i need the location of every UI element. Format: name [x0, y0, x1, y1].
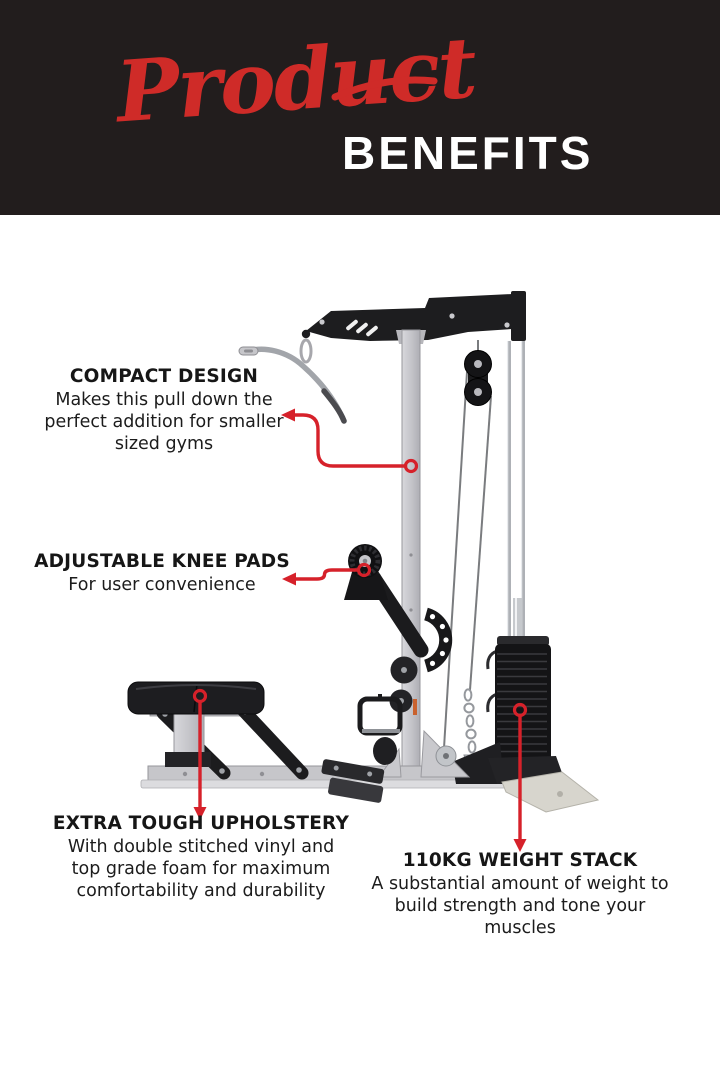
callout-body: Makes this pull down the perfect additio… [44, 390, 284, 455]
callout-weight-stack: 110KG WEIGHT STACK A substantial amount … [355, 850, 685, 939]
callout-heading: COMPACT DESIGN [69, 366, 259, 387]
callout-adjustable-knee-pads: ADJUSTABLE KNEE PADS For user convenienc… [16, 551, 308, 596]
weight-stack [486, 636, 551, 772]
guide-rods [506, 341, 525, 648]
callout-extra-tough-upholstery: EXTRA TOUGH UPHOLSTERY With double stitc… [48, 813, 354, 902]
callout-body: With double stitched vinyl and top grade… [67, 837, 335, 902]
callout-heading: EXTRA TOUGH UPHOLSTERY [52, 813, 350, 834]
arrow-upholstery [192, 688, 208, 820]
callout-body: A substantial amount of weight to build … [371, 874, 669, 939]
arrow-compact-design [281, 408, 419, 474]
callout-heading: 110KG WEIGHT STACK [402, 850, 638, 871]
callout-heading: ADJUSTABLE KNEE PADS [34, 551, 290, 572]
top-beam [306, 291, 526, 341]
stack-base-foot [452, 742, 600, 813]
double-pulley [464, 350, 492, 406]
foot-stirrup [357, 694, 403, 765]
lat-bar [238, 329, 347, 424]
arrow-weight-stack [512, 702, 528, 852]
callout-compact-design: COMPACT DESIGN Makes this pull down the … [28, 366, 300, 455]
arrow-knee-pads [282, 562, 372, 586]
callout-body: For user convenience [68, 575, 256, 595]
bench [127, 681, 309, 780]
header-banner: Product BENEFITS [0, 0, 720, 215]
header-block-word: BENEFITS [342, 127, 594, 179]
foot-plate [321, 759, 385, 803]
knee-pad-assembly [344, 544, 453, 673]
